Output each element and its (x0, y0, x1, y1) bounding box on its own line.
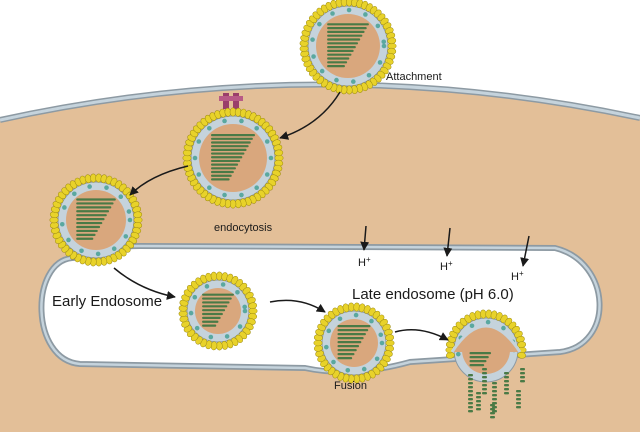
virion-early-endosome (178, 271, 258, 351)
label-proton-2: H+ (440, 259, 453, 273)
label-proton-3: H+ (511, 269, 524, 283)
arrow-to-early-endosome-virion (113, 267, 176, 300)
label-proton-1: H+ (358, 255, 371, 269)
virion-attachment (299, 0, 397, 95)
label-attachment: Attachment (386, 71, 442, 83)
released-nucleocapsids (468, 368, 525, 419)
nucleocapsid-icon (337, 325, 371, 360)
label-late-endosome: Late endosome (pH 6.0) (352, 286, 514, 303)
label-fusion: Fusion (334, 380, 367, 392)
nucleocapsid-icon (327, 23, 369, 68)
virion-early-pit (49, 173, 143, 267)
nucleocapsid-icon (211, 134, 255, 181)
receptor-icon (219, 93, 243, 109)
arrow-attachment-to-endocytosis (279, 91, 341, 140)
proton-arrow-icon (360, 225, 530, 267)
virion-endocytosis (182, 107, 284, 209)
arrow-to-fusion-virion (394, 329, 449, 341)
label-early-endosome: Early Endosome (52, 293, 162, 310)
virion-late-endosome (313, 302, 395, 384)
fusion-membrane-bulge (450, 324, 522, 353)
arrow-endocytosis-to-pit (129, 165, 189, 196)
nucleocapsid-icon (76, 198, 116, 240)
label-endocytosis: endocytosis (214, 222, 273, 234)
arrow-to-late-endosome-virion (269, 299, 326, 313)
nucleocapsid-icon (202, 293, 234, 327)
